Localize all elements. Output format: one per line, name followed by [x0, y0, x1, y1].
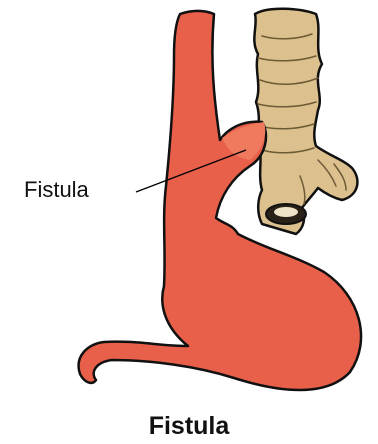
- figure-caption: Fistula: [0, 412, 378, 440]
- trachea-shape: [254, 9, 357, 234]
- trachea: [254, 9, 357, 234]
- fistula-callout-label: Fistula: [24, 178, 89, 202]
